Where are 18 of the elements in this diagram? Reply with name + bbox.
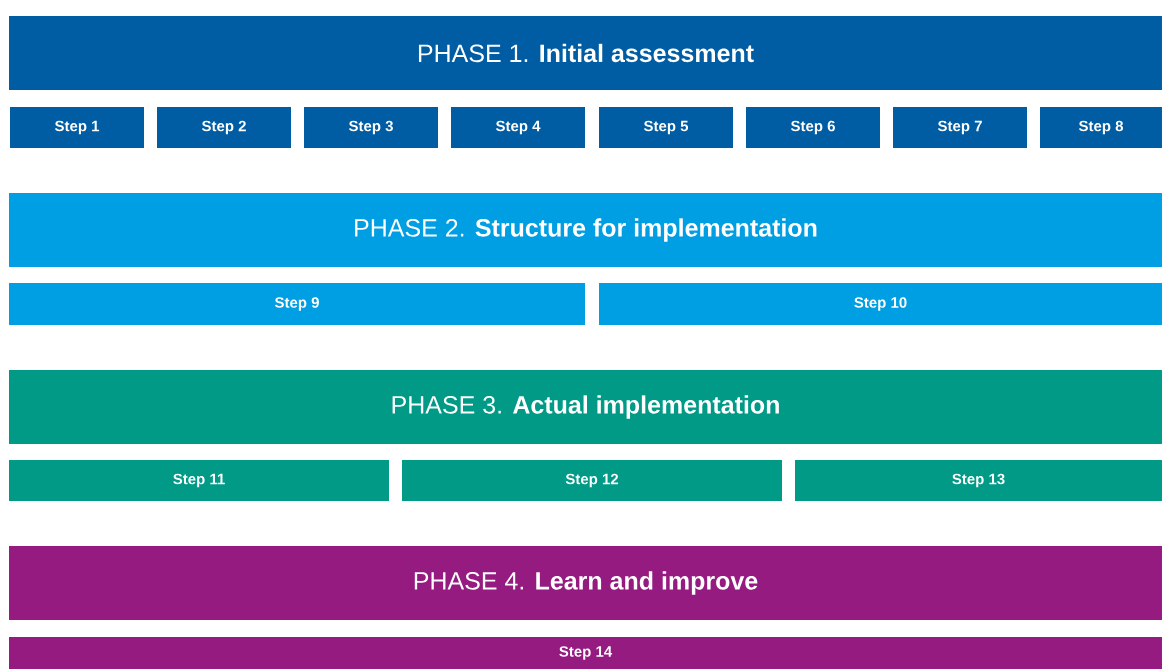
step-box: Step 1 (10, 107, 144, 148)
step-box: Step 13 (795, 460, 1162, 501)
phase-banner: PHASE 2. Structure for implementation (9, 193, 1162, 267)
step-box: Step 9 (9, 283, 585, 325)
step-box: Step 14 (9, 637, 1162, 669)
step-box: Step 11 (9, 460, 389, 501)
step-box: Step 5 (599, 107, 733, 148)
phase-banner: PHASE 4. Learn and improve (9, 546, 1162, 620)
step-box: Step 10 (599, 283, 1162, 325)
step-box: Step 4 (451, 107, 585, 148)
step-box: Step 3 (304, 107, 438, 148)
phase-banner: PHASE 3. Actual implementation (9, 370, 1162, 444)
phase-banner: PHASE 1. Initial assessment (9, 16, 1162, 90)
step-box: Step 6 (746, 107, 880, 148)
step-box: Step 2 (157, 107, 291, 148)
step-box: Step 8 (1040, 107, 1162, 148)
step-box: Step 12 (402, 460, 782, 501)
step-box: Step 7 (893, 107, 1027, 148)
